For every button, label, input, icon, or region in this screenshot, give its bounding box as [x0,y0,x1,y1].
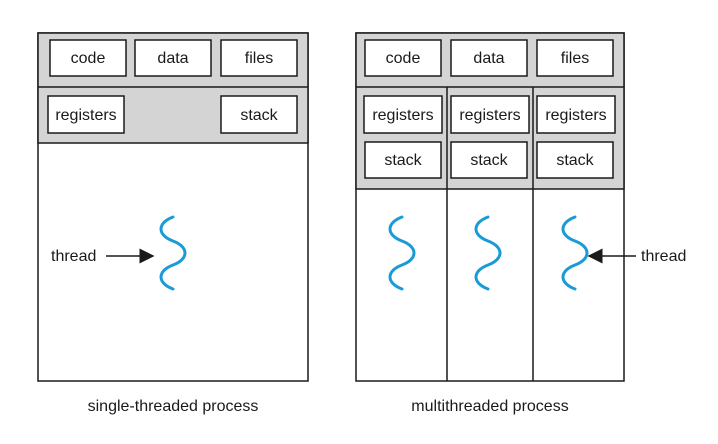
single-files-label: files [245,50,273,67]
multi-thread-squiggle-icon-1 [388,215,416,291]
multi-stack-box-2 [450,141,528,179]
single-data-box [134,39,212,77]
single-thread-squiggle-icon [159,215,187,291]
multi-files-box [536,39,614,77]
multithreaded-process: code data files registers registers regi… [355,32,686,415]
single-code-label: code [71,50,106,67]
multi-stack-label-3: stack [556,152,594,169]
multi-registers-label-2: registers [459,107,520,124]
multi-registers-box-1 [363,95,443,134]
single-stack-box [220,95,298,134]
multi-registers-label-1: registers [372,107,433,124]
single-thread-label: thread [51,248,96,265]
single-code-box [49,39,127,77]
multi-registers-box-2 [450,95,530,134]
multi-caption: multithreaded process [411,398,568,415]
single-stack-label: stack [240,107,278,124]
multi-code-label: code [386,50,421,67]
multi-stack-label-1: stack [384,152,422,169]
multi-data-label: data [473,50,504,67]
multi-stack-box-3 [536,141,614,179]
multi-thread-squiggle-icon-2 [474,215,502,291]
multi-thread-squiggle-icon-3 [561,215,589,291]
single-registers-box [47,95,125,134]
multi-code-box [364,39,442,77]
multi-registers-label-3: registers [545,107,606,124]
multi-stack-label-2: stack [470,152,508,169]
single-data-label: data [157,50,188,67]
multi-thread-label: thread [641,248,686,265]
single-files-box [220,39,298,77]
multi-data-box [450,39,528,77]
multi-files-label: files [561,50,589,67]
single-threaded-process: code data files registers stack thread s… [37,32,309,415]
single-registers-label: registers [55,107,116,124]
single-caption: single-threaded process [88,398,259,415]
multi-registers-box-3 [536,95,616,134]
multi-stack-box-1 [364,141,442,179]
